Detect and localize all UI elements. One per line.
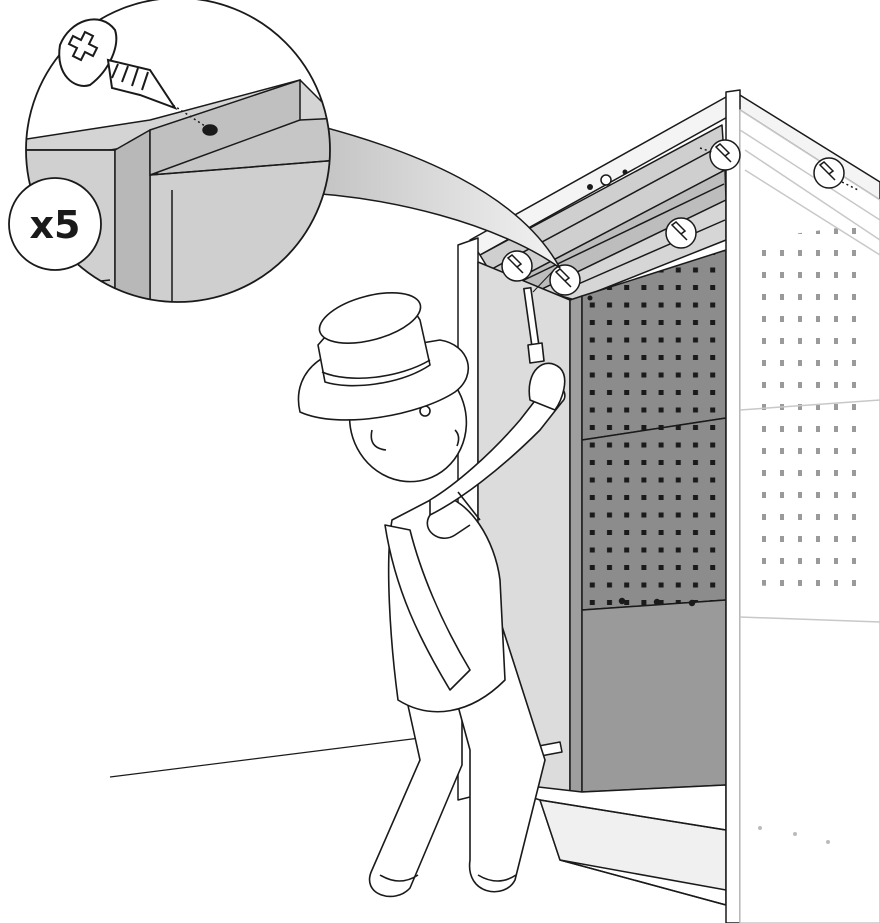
quantity-badge: x5 bbox=[8, 177, 102, 271]
screw-detail-icon bbox=[58, 18, 178, 111]
quantity-label: x5 bbox=[30, 203, 81, 247]
screw-marker-2 bbox=[549, 264, 581, 296]
floor-line bbox=[109, 737, 421, 778]
screw-marker-4 bbox=[709, 139, 741, 171]
screw-marker-1 bbox=[501, 250, 533, 282]
detail-callout bbox=[25, 0, 331, 303]
person-figure bbox=[297, 271, 566, 898]
screw-markers bbox=[501, 139, 859, 296]
screw-marker-5 bbox=[813, 157, 845, 189]
back-panel-lower bbox=[581, 599, 727, 793]
callout-pointer bbox=[285, 119, 561, 269]
cabinet-right-side bbox=[725, 89, 741, 923]
screw-marker-3 bbox=[665, 217, 697, 249]
